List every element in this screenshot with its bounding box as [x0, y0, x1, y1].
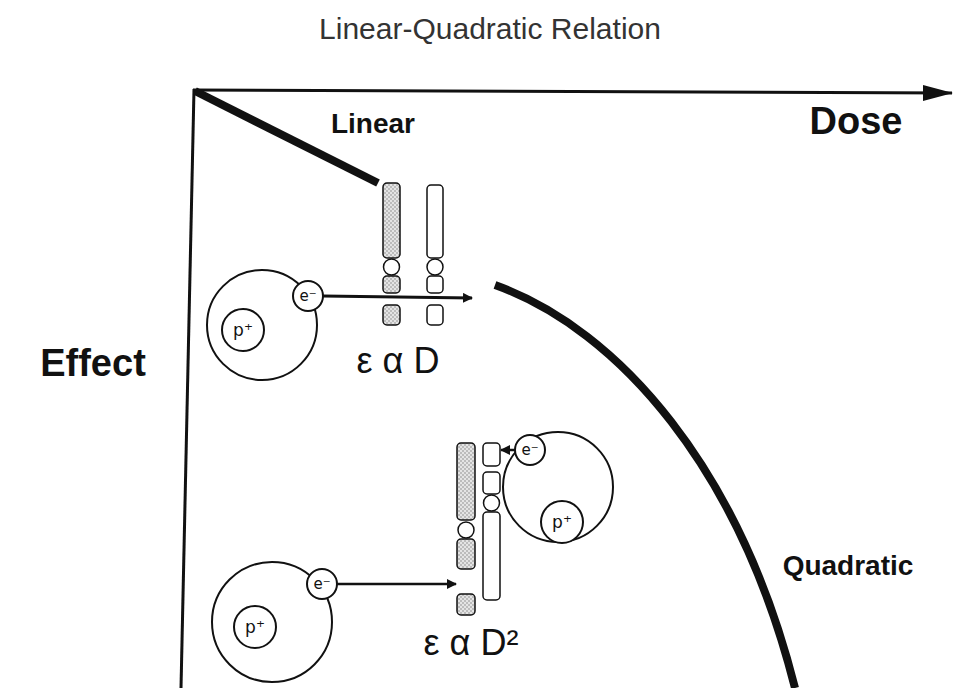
electron-circle: e⁻	[305, 567, 339, 601]
diagram-title: Linear-Quadratic Relation	[319, 12, 661, 47]
dose-axis	[193, 90, 952, 93]
electron-track	[501, 449, 515, 452]
chromosome-pair	[457, 443, 500, 615]
particle-symbol: p⁺	[552, 514, 572, 531]
particle-symbol: e⁻	[521, 443, 538, 458]
particle-symbol: e⁻	[313, 577, 330, 592]
atom-outline	[212, 562, 332, 682]
proton-circle: p⁺	[232, 604, 278, 650]
electron-circle: e⁻	[291, 279, 325, 313]
curve-label: Linear	[331, 108, 415, 140]
electron-track	[323, 296, 472, 298]
axis-label: Effect	[40, 342, 146, 386]
chromosome-pair	[383, 183, 443, 325]
formula-label: ε α D²	[424, 622, 519, 663]
electron-track	[337, 583, 456, 586]
formula-label: ε α D	[357, 340, 440, 381]
atom-outline	[503, 432, 613, 542]
particle-symbol: e⁻	[299, 289, 316, 304]
axis-label: Dose	[810, 100, 903, 144]
effect-axis	[181, 89, 194, 688]
particle-symbol: p⁺	[233, 322, 253, 339]
proton-circle: p⁺	[539, 499, 585, 545]
electron-circle: e⁻	[513, 433, 547, 467]
proton-circle: p⁺	[220, 307, 266, 353]
quadratic-curve	[495, 285, 795, 688]
curve-label: Quadratic	[783, 550, 914, 582]
particle-symbol: p⁺	[245, 619, 265, 636]
